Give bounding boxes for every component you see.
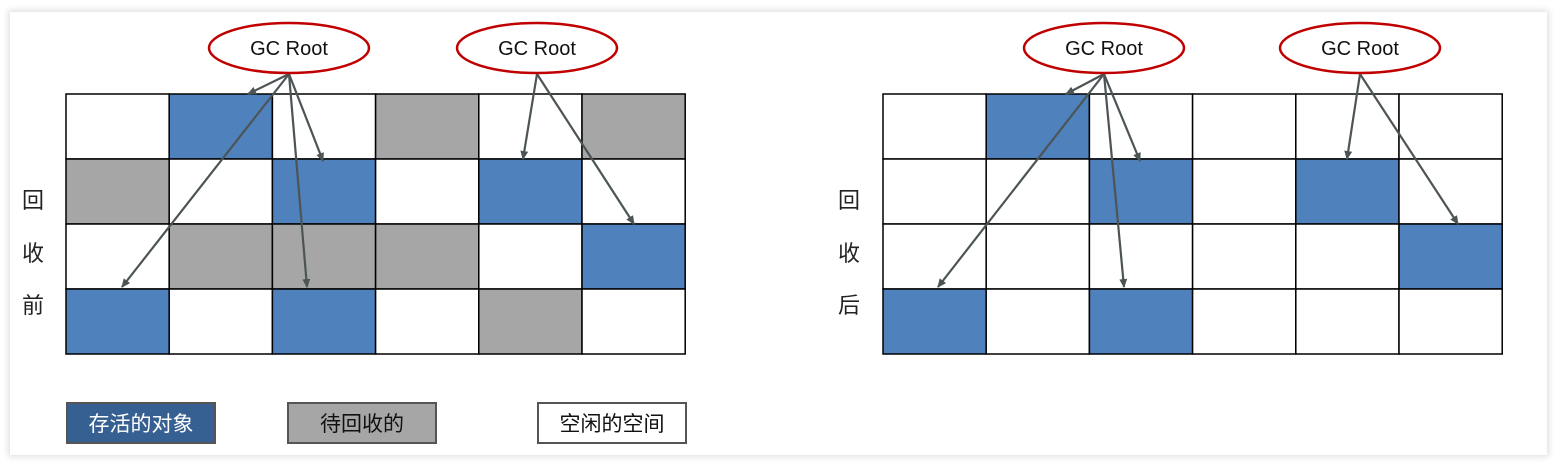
before-collection-panel: GC Root GC Root bbox=[65, 21, 686, 355]
before-side-label-2: 收 bbox=[21, 242, 44, 267]
memory-cell-free bbox=[168, 288, 274, 355]
after-side-label-1: 回 bbox=[837, 189, 860, 214]
memory-cell-free bbox=[882, 223, 987, 290]
gc-root-label: GC Root bbox=[1321, 38, 1399, 60]
gc-root-label: GC Root bbox=[498, 38, 576, 60]
reference-arrow bbox=[1359, 73, 1459, 225]
memory-cell-free bbox=[1191, 93, 1297, 160]
memory-cell-alive bbox=[65, 288, 170, 355]
reference-arrow bbox=[287, 73, 325, 162]
memory-cell-free bbox=[1295, 288, 1400, 355]
gc-root-label: GC Root bbox=[250, 38, 328, 60]
memory-cell-free bbox=[1295, 223, 1400, 290]
memory-cell-alive bbox=[1398, 223, 1503, 290]
memory-cell-alive bbox=[271, 158, 377, 225]
memory-cell-garbage bbox=[581, 93, 686, 160]
memory-cell-free bbox=[1191, 288, 1297, 355]
memory-cell-free bbox=[478, 93, 583, 160]
gc-root-node: GC Root bbox=[455, 21, 619, 75]
reference-arrow bbox=[1102, 73, 1128, 288]
memory-cell-free bbox=[581, 288, 686, 355]
reference-arrow bbox=[937, 73, 1105, 288]
reference-arrow bbox=[1102, 73, 1142, 162]
legend-garbage-objects: 待回收的 bbox=[287, 402, 437, 444]
memory-cell-alive bbox=[478, 158, 583, 225]
memory-cell-free bbox=[374, 158, 480, 225]
before-side-label-1: 回 bbox=[21, 189, 44, 214]
before-side-label-3: 前 bbox=[21, 294, 44, 319]
memory-cell-free bbox=[882, 158, 987, 225]
reference-arrow bbox=[520, 73, 539, 160]
reference-arrow bbox=[247, 73, 290, 95]
gc-root-node: GC Root bbox=[1278, 21, 1442, 75]
memory-cell-free bbox=[65, 223, 170, 290]
memory-cell-free bbox=[271, 93, 377, 160]
reference-arrow bbox=[1065, 73, 1105, 95]
memory-cell-alive bbox=[1088, 288, 1194, 355]
memory-cell-alive bbox=[1295, 158, 1400, 225]
reference-arrow bbox=[1344, 73, 1362, 160]
legend-free-space: 空闲的空间 bbox=[537, 402, 687, 444]
gc-root-node: GC Root bbox=[1022, 21, 1186, 75]
after-side-label-2: 收 bbox=[837, 242, 860, 267]
memory-cell-alive bbox=[581, 223, 686, 290]
memory-cell-free bbox=[374, 288, 480, 355]
legend-alive-label: 存活的对象 bbox=[88, 412, 194, 436]
memory-cell-free bbox=[1398, 93, 1503, 160]
memory-cell-free bbox=[1191, 223, 1297, 290]
memory-cell-free bbox=[478, 223, 583, 290]
memory-cell-alive bbox=[271, 288, 377, 355]
reference-arrow bbox=[121, 73, 290, 288]
memory-cell-garbage bbox=[374, 223, 480, 290]
after-side-label-3: 后 bbox=[837, 294, 860, 319]
memory-cell-free bbox=[985, 288, 1091, 355]
memory-cell-garbage bbox=[168, 223, 274, 290]
memory-cell-garbage bbox=[374, 93, 480, 160]
gc-root-node: GC Root bbox=[207, 21, 371, 75]
memory-cell-alive bbox=[1088, 158, 1194, 225]
after-collection-panel: GC Root GC Root bbox=[882, 21, 1503, 355]
memory-cell-free bbox=[1088, 223, 1194, 290]
memory-cell-free bbox=[1398, 288, 1503, 355]
memory-cell-free bbox=[65, 93, 170, 160]
memory-cell-garbage bbox=[478, 288, 583, 355]
legend-free-label: 空闲的空间 bbox=[559, 412, 665, 436]
gc-root-label: GC Root bbox=[1065, 38, 1143, 60]
memory-cell-free bbox=[1088, 93, 1194, 160]
reference-arrow bbox=[536, 73, 635, 225]
memory-cell-garbage bbox=[65, 158, 170, 225]
memory-cell-free bbox=[1191, 158, 1297, 225]
memory-cell-alive bbox=[882, 288, 987, 355]
memory-cell-free bbox=[882, 93, 987, 160]
memory-cell-free bbox=[985, 223, 1091, 290]
memory-cell-alive bbox=[168, 93, 274, 160]
memory-cell-free bbox=[168, 158, 274, 225]
memory-cell-garbage bbox=[271, 223, 377, 290]
reference-arrow bbox=[287, 73, 311, 288]
memory-cell-alive bbox=[985, 93, 1091, 160]
legend-alive-objects: 存活的对象 bbox=[66, 402, 216, 444]
memory-cell-free bbox=[985, 158, 1091, 225]
legend-garbage-label: 待回收的 bbox=[320, 412, 404, 436]
